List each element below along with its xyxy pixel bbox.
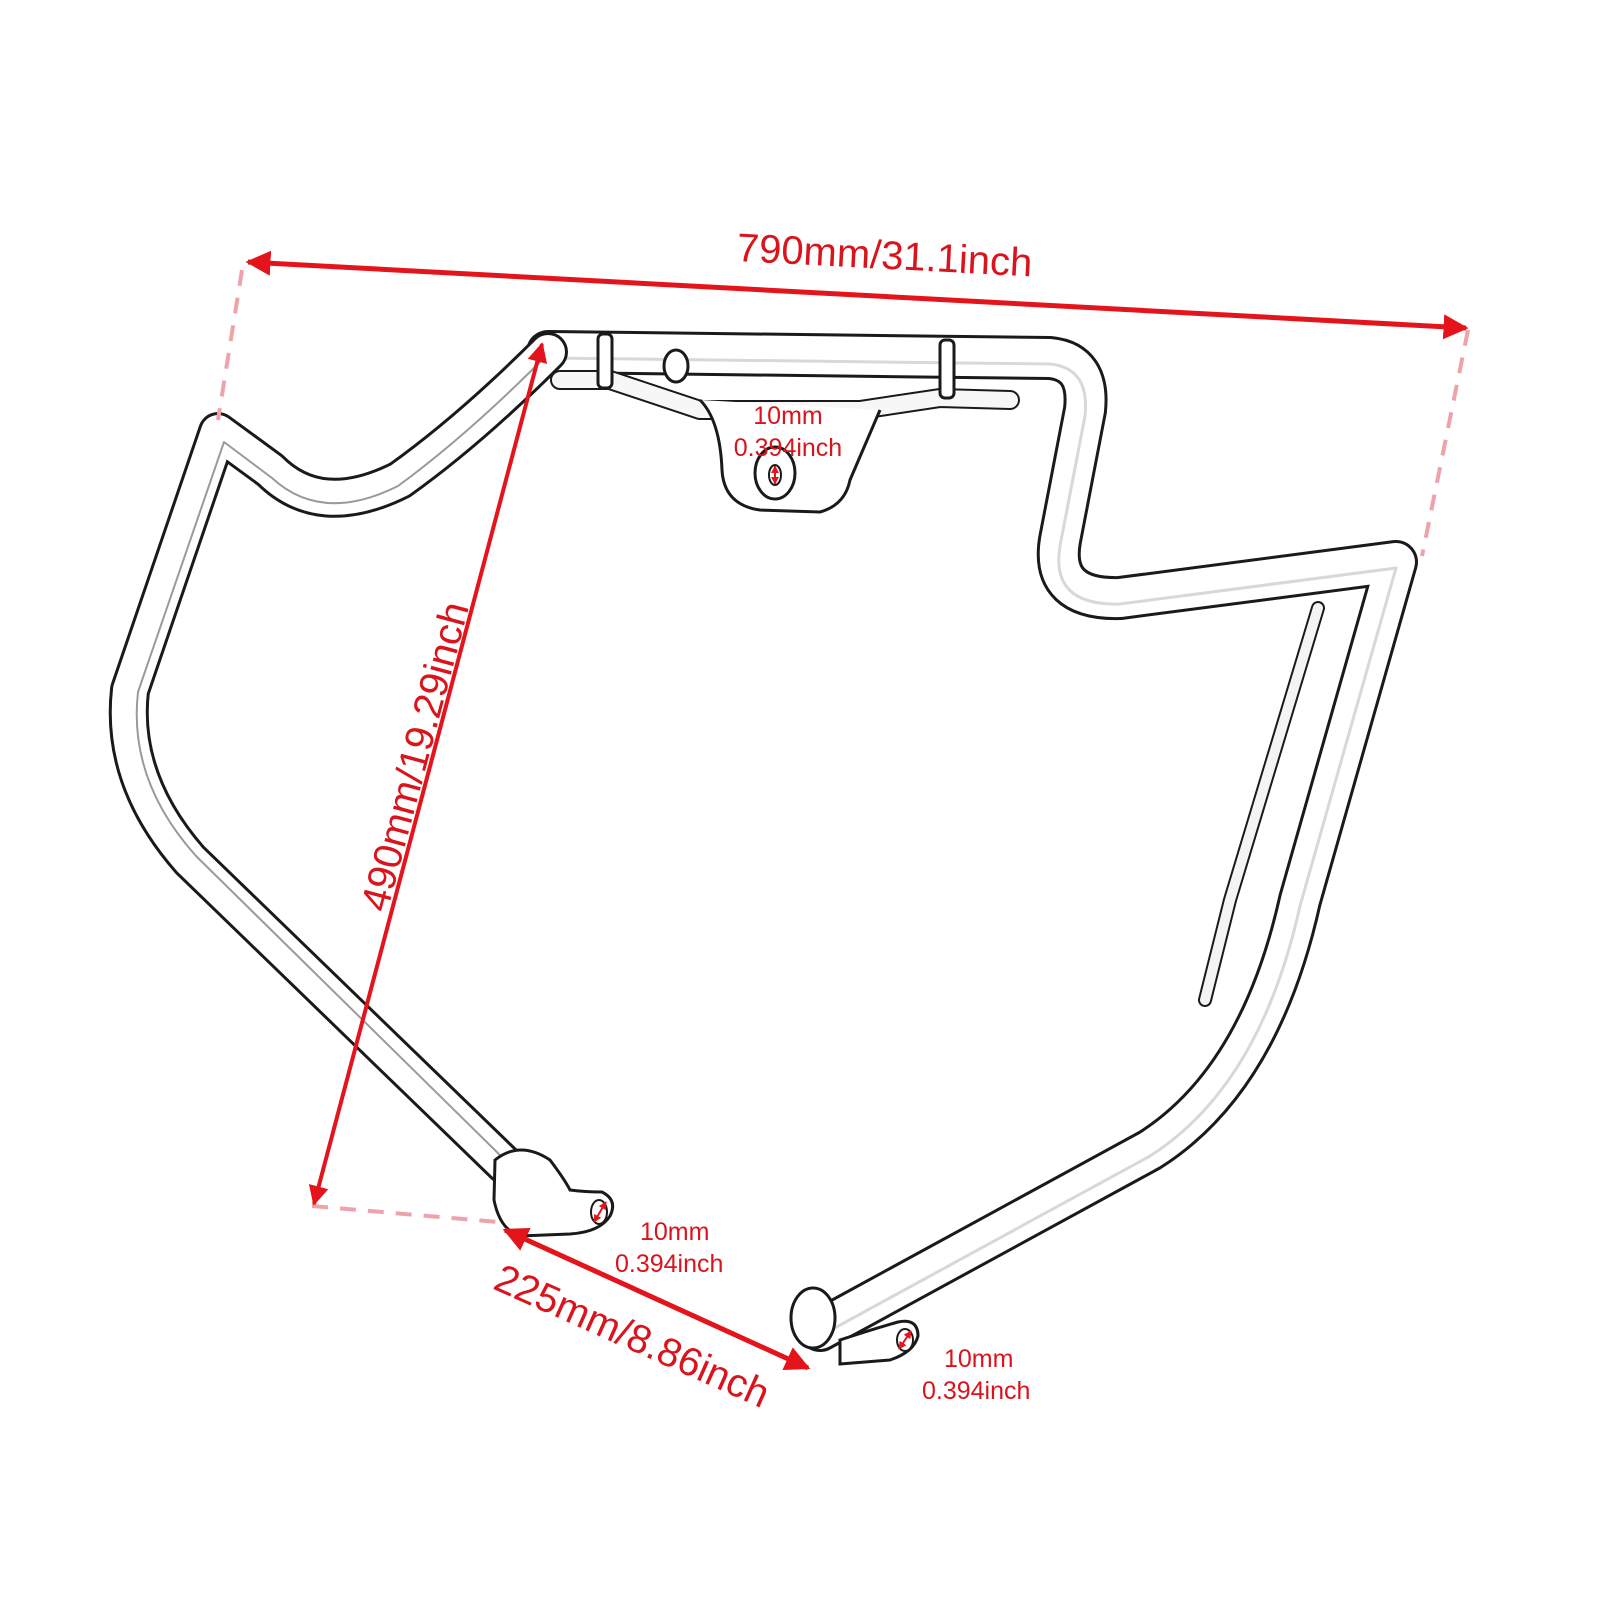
extension-lines bbox=[216, 269, 1470, 1224]
center-hole-mm: 10mm bbox=[753, 402, 823, 430]
left-foot-hole-label: 10mm 0.394inch bbox=[615, 1216, 723, 1280]
center-bracket bbox=[698, 398, 882, 514]
center-hole-label: 10mm 0.394inch bbox=[718, 400, 858, 464]
overall-width-dimension-line bbox=[245, 250, 1469, 340]
right-foot-hole-mm: 10mm bbox=[944, 1345, 1014, 1373]
left-foot-plate bbox=[492, 1148, 615, 1238]
height-dimension-line bbox=[308, 342, 548, 1206]
left-foot-hole-mm: 10mm bbox=[640, 1218, 710, 1246]
right-foot-hole-label: 10mm 0.394inch bbox=[922, 1343, 1030, 1407]
right-foot-hole-inch: 0.394inch bbox=[922, 1377, 1031, 1405]
center-hole-inch: 0.394inch bbox=[733, 434, 843, 462]
left-foot-hole-inch: 0.394inch bbox=[615, 1250, 724, 1278]
foot-spacing-dimension-line bbox=[502, 1227, 811, 1371]
